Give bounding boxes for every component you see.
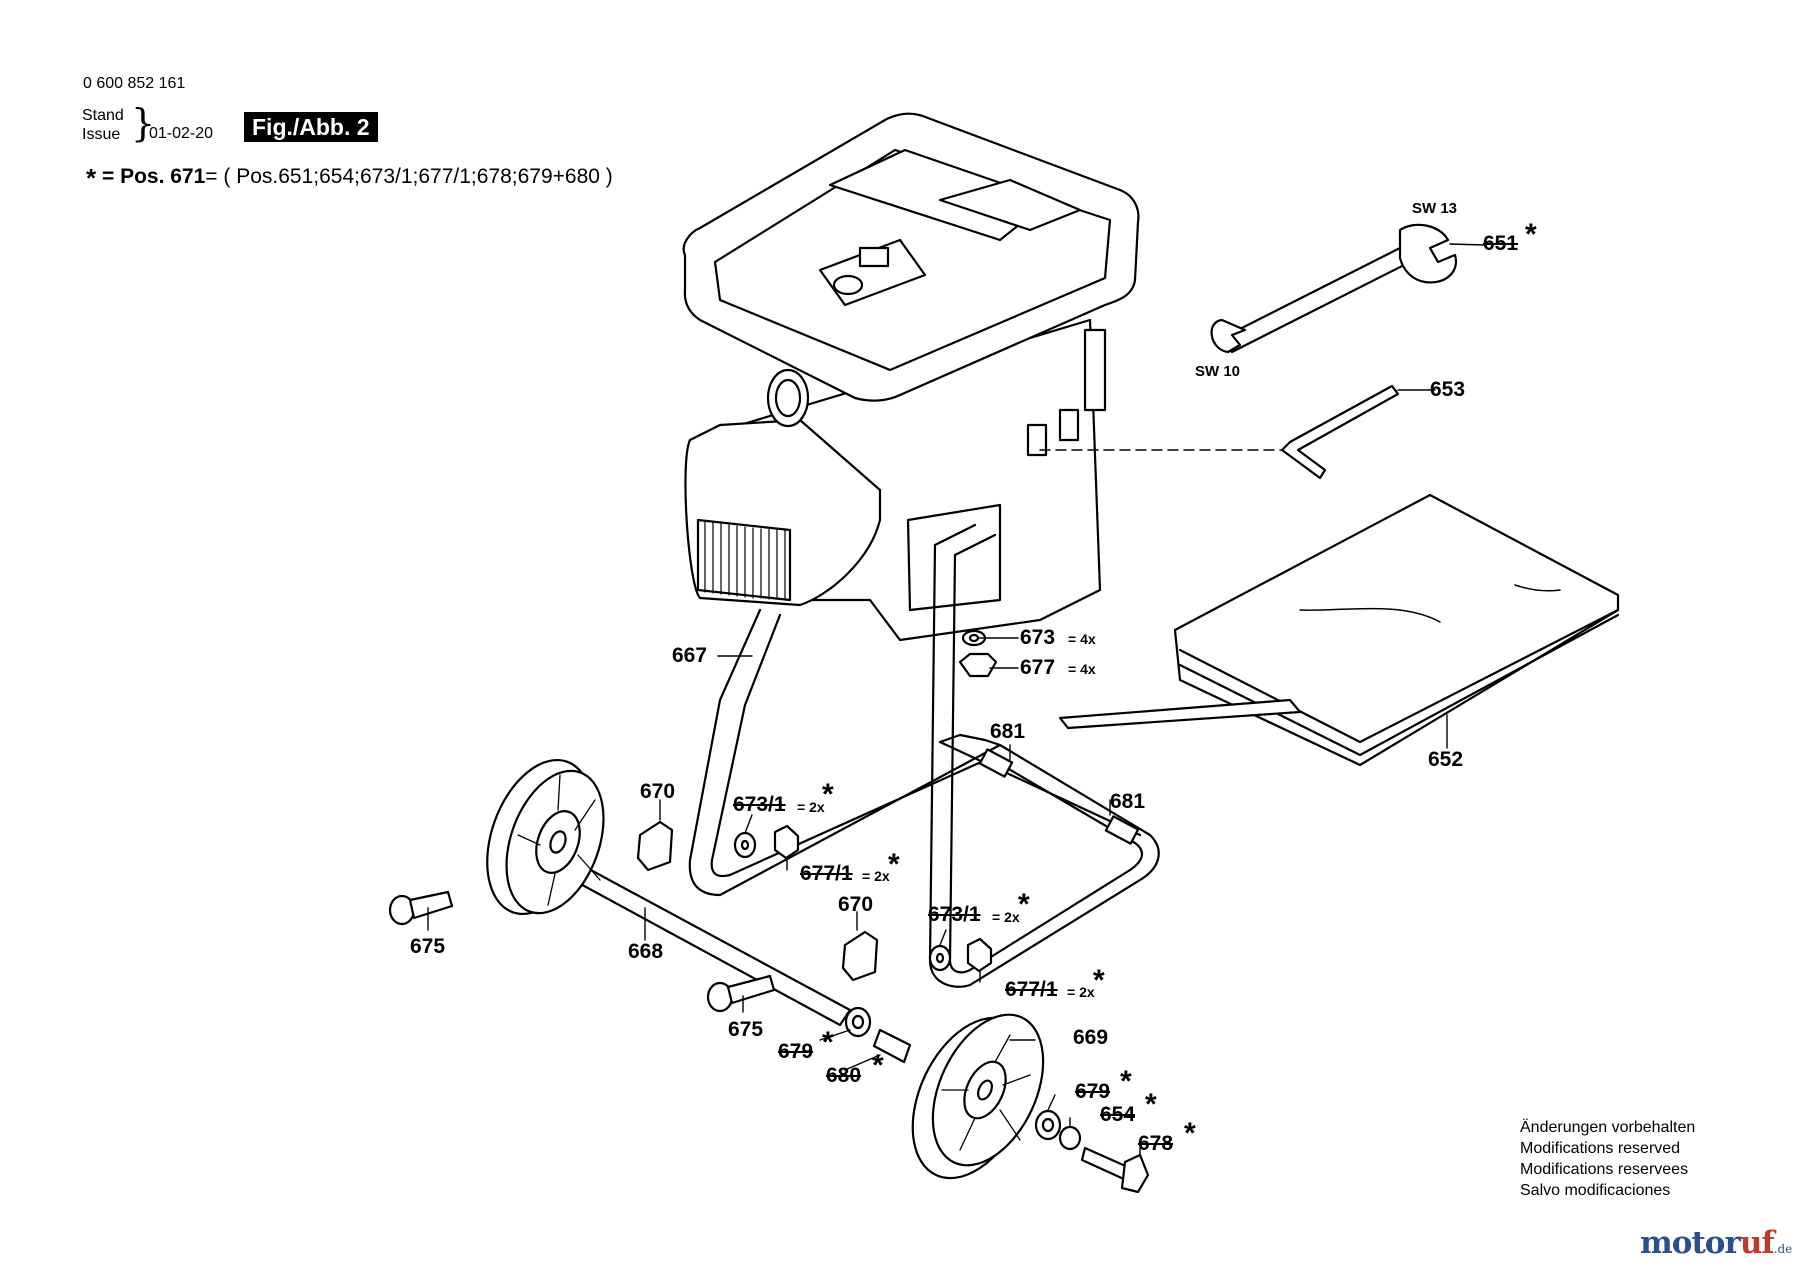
- label-654: 654: [1100, 1103, 1136, 1126]
- label-675a: 675: [410, 935, 446, 958]
- position-note: * = Pos. 671= ( Pos.651;654;673/1;677/1;…: [86, 163, 613, 194]
- mod-line-de: Änderungen vorbehalten: [1520, 1119, 1696, 1136]
- label-675b: 675: [728, 1018, 764, 1041]
- mod-line-es: Salvo modificaciones: [1520, 1182, 1671, 1199]
- label-673: 673: [1020, 626, 1056, 649]
- leader-lines: [427, 243, 1486, 1156]
- star-679b: *: [1120, 1065, 1132, 1098]
- label-681a: 681: [990, 720, 1026, 743]
- bracket-670b-drawing: [841, 930, 879, 982]
- star-673-1a: *: [822, 778, 834, 811]
- shredder-body-drawing: [682, 112, 1140, 642]
- label-sw10: SW 10: [1195, 363, 1241, 380]
- label-673-1a: 673/1: [733, 793, 786, 816]
- brace-glyph: }: [131, 101, 156, 145]
- label-667: 667: [672, 644, 708, 667]
- label-651: 651: [1483, 232, 1519, 255]
- qty-673: = 4x: [1068, 631, 1096, 647]
- label-678: 678: [1138, 1132, 1174, 1155]
- label-653: 653: [1430, 378, 1466, 401]
- frame-667-drawing: [688, 523, 1160, 988]
- issue-label: Issue: [82, 126, 121, 143]
- stand-issue-labels: Stand Issue: [82, 106, 124, 144]
- star-677-1a: *: [888, 848, 900, 881]
- note-pos-label: = Pos. 671: [101, 165, 206, 188]
- wheel-669-drawing: [911, 1013, 1045, 1180]
- star-680: *: [872, 1049, 884, 1082]
- bolt-675b-drawing: [706, 974, 776, 1013]
- label-679b: 679: [1075, 1080, 1111, 1103]
- qty-677: = 4x: [1068, 661, 1096, 677]
- brand-main: motor: [1640, 1225, 1741, 1261]
- label-677-1b: 677/1: [1005, 978, 1058, 1001]
- label-679a: 679: [778, 1040, 814, 1063]
- label-668: 668: [628, 940, 664, 963]
- label-680: 680: [826, 1064, 862, 1087]
- part-number: 0 600 852 161: [83, 75, 186, 92]
- issue-date: 01-02-20: [149, 125, 214, 142]
- nut-677-drawing: [958, 652, 998, 678]
- star-654: *: [1145, 1088, 1157, 1121]
- brand-tld: .de: [1773, 1242, 1793, 1256]
- note-contents: = ( Pos.651;654;673/1;677/1;678;679+680 …: [205, 165, 613, 188]
- figure-badge: Fig./Abb. 2: [244, 112, 378, 142]
- label-sw13: SW 13: [1412, 200, 1458, 217]
- label-652: 652: [1428, 748, 1464, 771]
- star-651: *: [1525, 218, 1537, 251]
- star-679a: *: [822, 1026, 834, 1059]
- qty-673-1a: = 2x: [797, 799, 825, 815]
- label-673-1b: 673/1: [928, 903, 981, 926]
- mod-line-en: Modifications reserved: [1520, 1140, 1681, 1157]
- sleeve-680-drawing: [872, 1028, 912, 1064]
- brand-logo[interactable]: motoruf.de: [1640, 1225, 1792, 1261]
- star-677-1b: *: [1093, 964, 1105, 997]
- nut-677-1a-drawing: [773, 824, 800, 860]
- nut-677-1b-drawing: [966, 937, 993, 973]
- modifications-note: Änderungen vorbehalten Modifications res…: [1520, 1117, 1695, 1201]
- note-star: *: [86, 163, 97, 193]
- label-681b: 681: [1110, 790, 1146, 813]
- bag-652-drawing: [1058, 493, 1620, 767]
- stand-label: Stand: [82, 107, 124, 124]
- label-677-1a: 677/1: [800, 862, 853, 885]
- brand-accent: uf: [1739, 1225, 1775, 1261]
- star-673-1b: *: [1018, 888, 1030, 921]
- qty-677-1a: = 2x: [862, 868, 890, 884]
- qty-673-1b: = 2x: [992, 909, 1020, 925]
- label-677: 677: [1020, 656, 1056, 679]
- qty-677-1b: = 2x: [1067, 984, 1095, 1000]
- wheel-left-drawing: [486, 758, 605, 916]
- washer-654-drawing: [1058, 1125, 1082, 1151]
- bracket-670a-drawing: [636, 820, 674, 872]
- hexkey-653-drawing: [1280, 384, 1400, 480]
- mod-line-fr: Modifications reservees: [1520, 1161, 1689, 1178]
- label-669: 669: [1073, 1026, 1109, 1049]
- wrench-651-drawing: [1210, 223, 1458, 354]
- star-678: *: [1184, 1117, 1196, 1150]
- label-670b: 670: [838, 893, 874, 916]
- bolt-675a-drawing: [388, 890, 454, 926]
- label-670a: 670: [640, 780, 676, 803]
